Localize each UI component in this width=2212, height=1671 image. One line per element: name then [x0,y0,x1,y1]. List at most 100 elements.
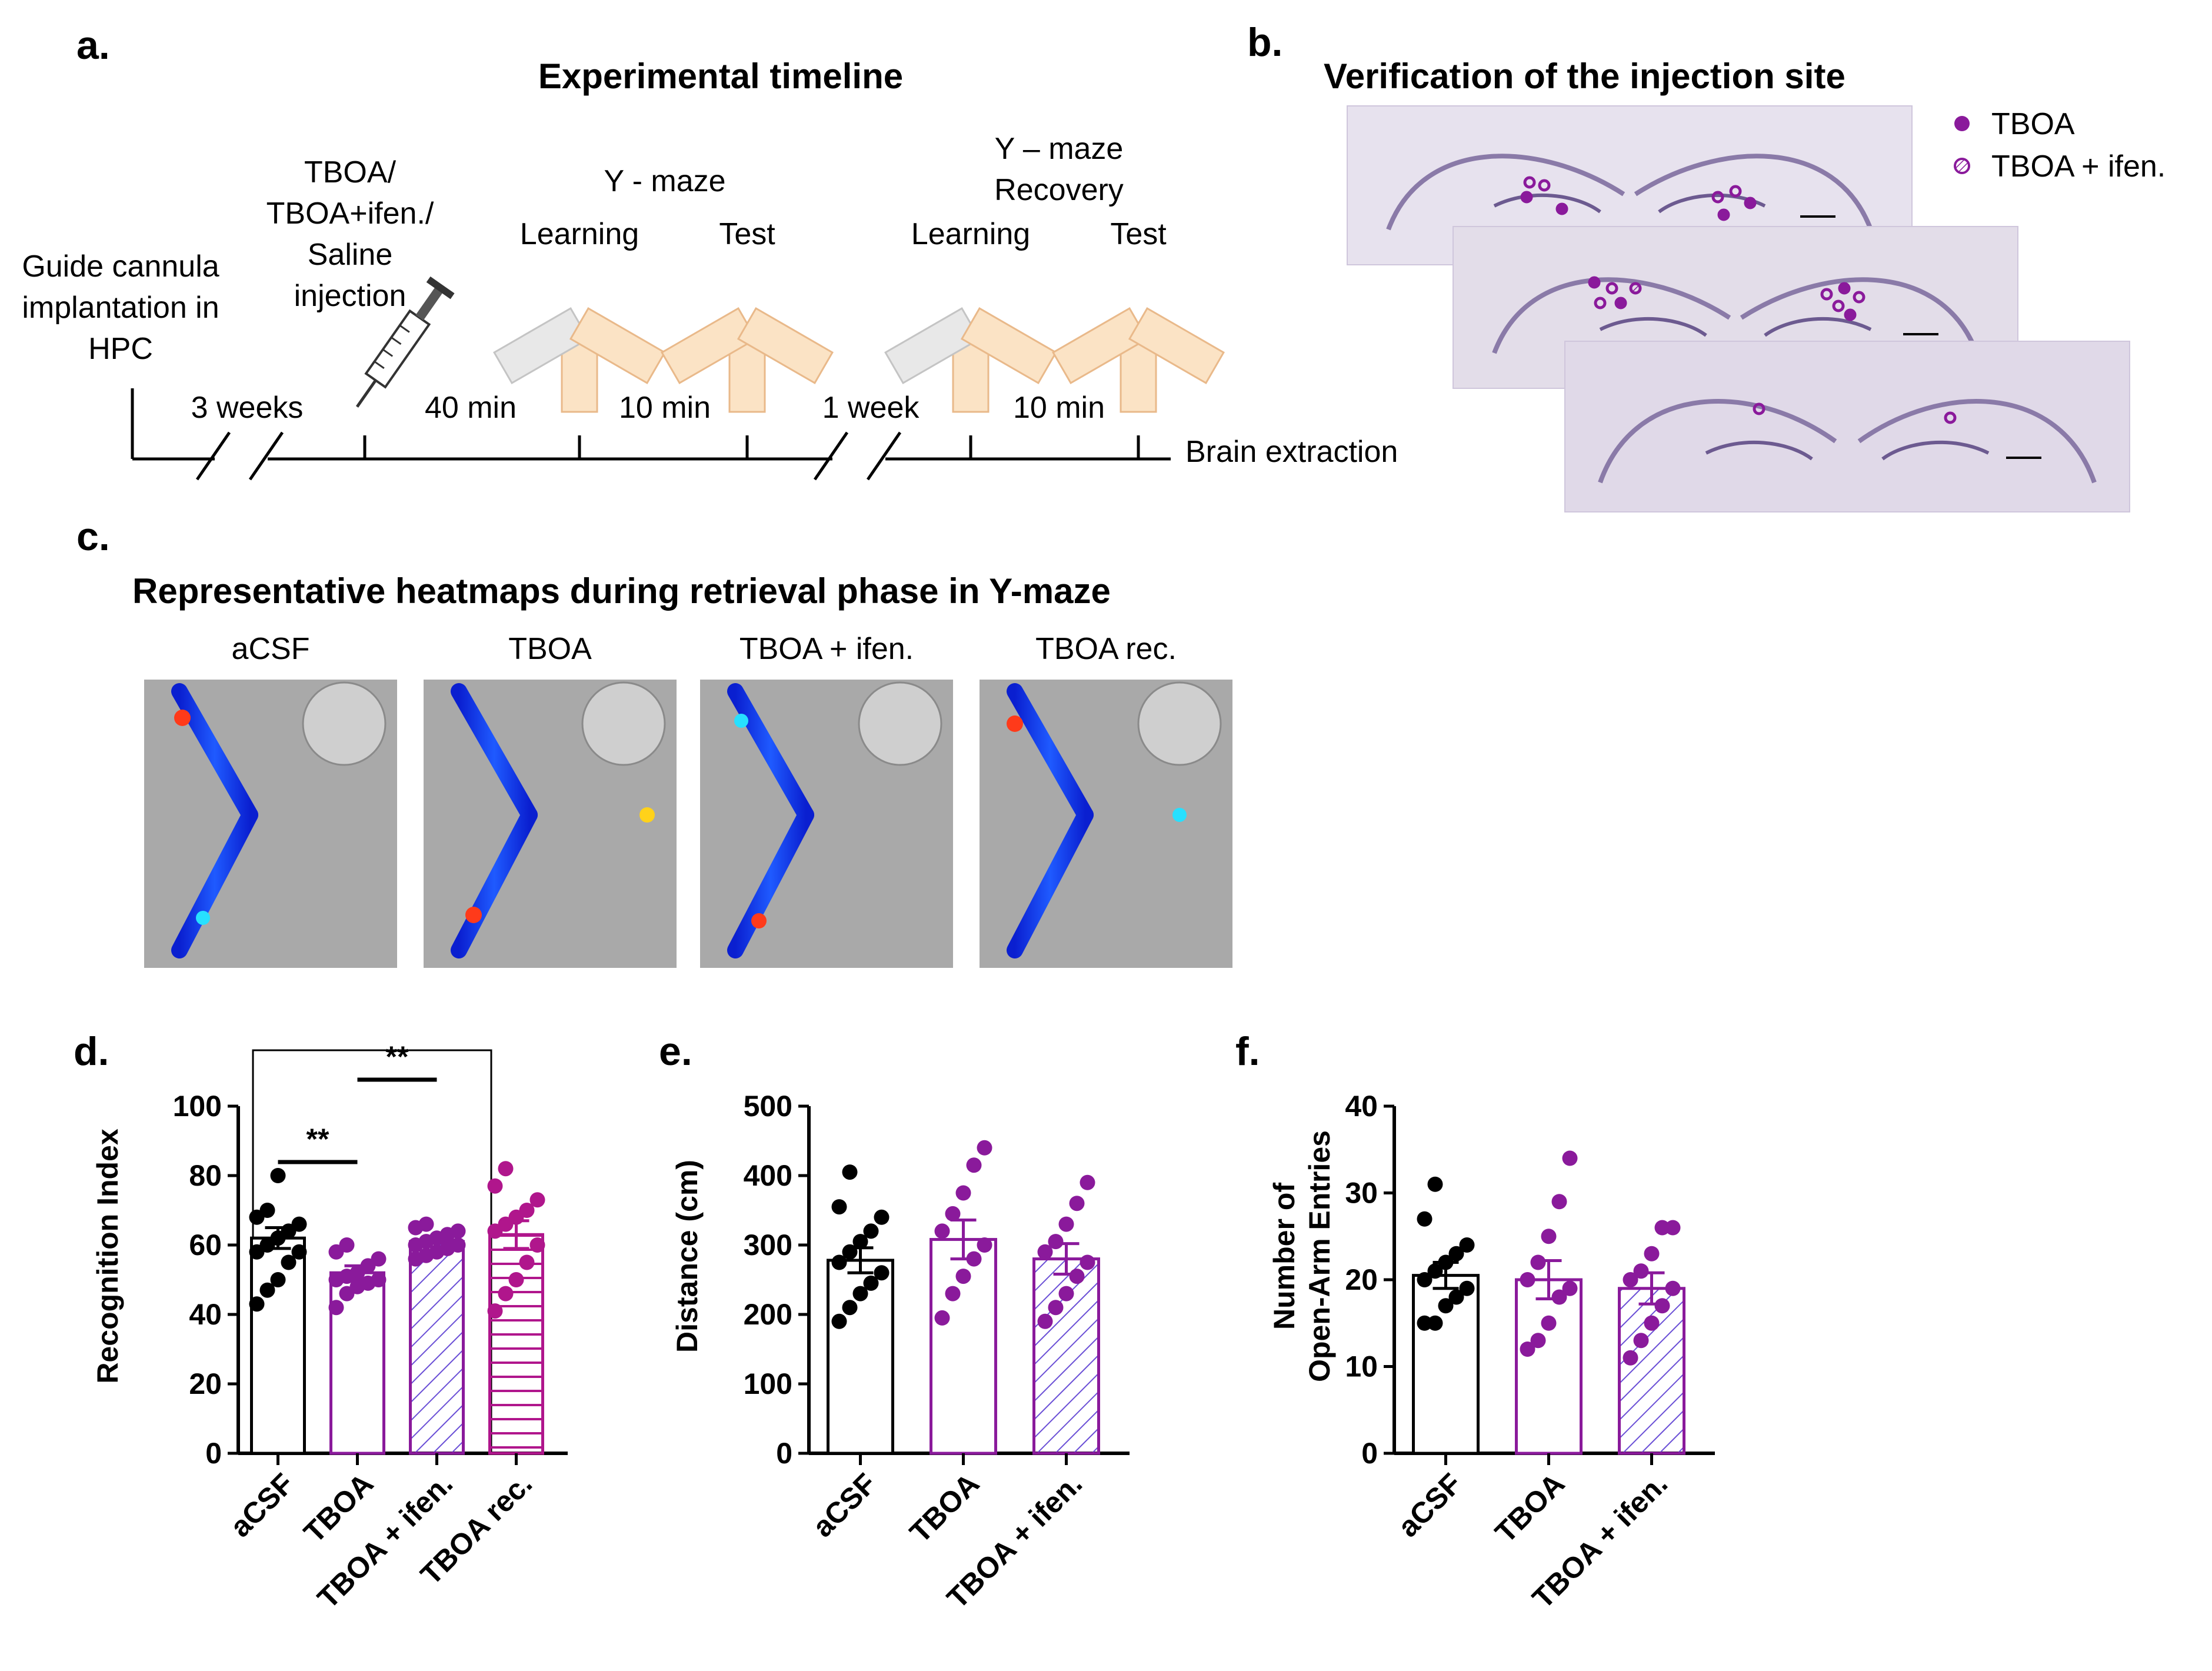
data-point [955,1185,971,1201]
data-point [1459,1280,1475,1296]
data-point [259,1203,275,1218]
data-point [450,1223,466,1239]
bar [1618,1287,1685,1455]
data-point [1037,1244,1053,1260]
data-point [498,1286,514,1301]
x-tick-label: TBOA + ifen. [311,1467,459,1615]
ymaze-test-icon [661,307,834,413]
ymaze-learning-icon [493,307,666,413]
heatmap-tboa-label: TBOA [508,632,592,666]
data-point [291,1216,307,1232]
data-point [1623,1272,1638,1287]
data-point [945,1206,961,1221]
data-point [1058,1286,1074,1301]
x-tick-label: TBOA [1489,1467,1571,1549]
panel-b-label: b. [1247,20,1282,65]
data-point [863,1275,879,1291]
data-point [934,1310,950,1326]
data-point [1037,1313,1053,1329]
data-point [831,1313,847,1329]
data-point [1562,1150,1578,1166]
data-point [1520,1272,1535,1287]
data-point [831,1254,847,1270]
data-point [1417,1272,1433,1287]
data-point [874,1265,890,1281]
x-tick-label: TBOA [904,1467,986,1549]
data-point [1069,1196,1085,1211]
data-point [1654,1220,1670,1236]
test-label: Test [719,217,775,251]
data-point [519,1203,535,1218]
panel-f-ylabel-2: Open-Arm Entries [1303,1130,1336,1382]
data-point [1048,1300,1064,1316]
data-point [945,1286,961,1301]
data-point [1417,1211,1433,1227]
data-point [1551,1194,1567,1210]
data-point [1048,1234,1064,1250]
data-point [1069,1269,1085,1284]
ymaze-test2-icon [1052,307,1225,413]
y-tick-label: 40 [189,1298,222,1331]
data-point [1665,1280,1681,1296]
brain-slice-3 [1564,341,2130,512]
data-point [1633,1333,1649,1349]
data-point [1438,1254,1454,1270]
significance-label: ** [307,1123,329,1156]
interval-1-week: 1 week [822,391,920,425]
data-point [1633,1263,1649,1279]
y-tick-label: 0 [205,1437,222,1470]
data-point [487,1303,503,1319]
data-point [1654,1298,1670,1314]
legend-ifen-marker [1954,158,1970,174]
y-tick-label: 10 [1345,1350,1378,1383]
data-point [1623,1350,1638,1366]
panel-f: f. Number of Open-Arm Entries 010203040a… [1235,1029,1715,1615]
data-point [1438,1298,1454,1314]
y-tick-label: 30 [1345,1177,1378,1210]
data-point [1541,1229,1557,1244]
y-tick-label: 400 [744,1159,792,1192]
data-point [966,1251,982,1267]
legend-tboa-label: TBOA [1991,107,2075,141]
panel-f-label: f. [1235,1029,1260,1074]
guide-line-1: Guide cannula [22,249,219,284]
data-point [842,1244,858,1260]
panel-d-ylabel: Recognition Index [91,1129,124,1384]
interval-40-min: 40 min [425,391,517,425]
y-tick-label: 40 [1345,1090,1378,1123]
data-point [519,1254,535,1270]
y-tick-label: 100 [173,1090,222,1123]
y-tick-label: 80 [189,1159,222,1192]
inj-line-3: Saline [308,238,393,272]
data-point [508,1272,524,1287]
data-point [1530,1254,1546,1270]
panel-a: a. Experimental timeline Guide cannula i… [22,23,1398,481]
heatmap-tboa-rec: TBOA rec. [980,632,1232,968]
y-tick-label: 0 [776,1437,792,1470]
guide-line-2: implantation in [22,291,219,325]
ymaze-recovery-line-2: Recovery [994,173,1124,207]
panel-c-label: c. [76,514,110,559]
y-tick-label: 100 [744,1367,792,1400]
data-point [1417,1315,1433,1331]
panel-c-title: Representative heatmaps during retrieval… [132,571,1111,611]
panel-f-ylabel-1: Number of [1268,1183,1301,1330]
heatmap-acsf-label: aCSF [232,632,310,666]
data-point [281,1254,297,1270]
data-point [842,1164,858,1180]
data-point [977,1140,992,1156]
data-point [955,1269,971,1284]
panel-b-legend: TBOA TBOA + ifen. [1954,107,2166,184]
inj-line-2: TBOA+ifen./ [266,197,434,231]
data-point [270,1272,286,1287]
bar [1515,1278,1583,1455]
inj-line-4: injection [294,279,407,313]
heatmap-tboa-rec-label: TBOA rec. [1035,632,1177,666]
learning2-label: Learning [911,217,1030,251]
panel-d-label: d. [74,1029,109,1074]
bar [409,1240,465,1455]
data-point [249,1296,265,1312]
